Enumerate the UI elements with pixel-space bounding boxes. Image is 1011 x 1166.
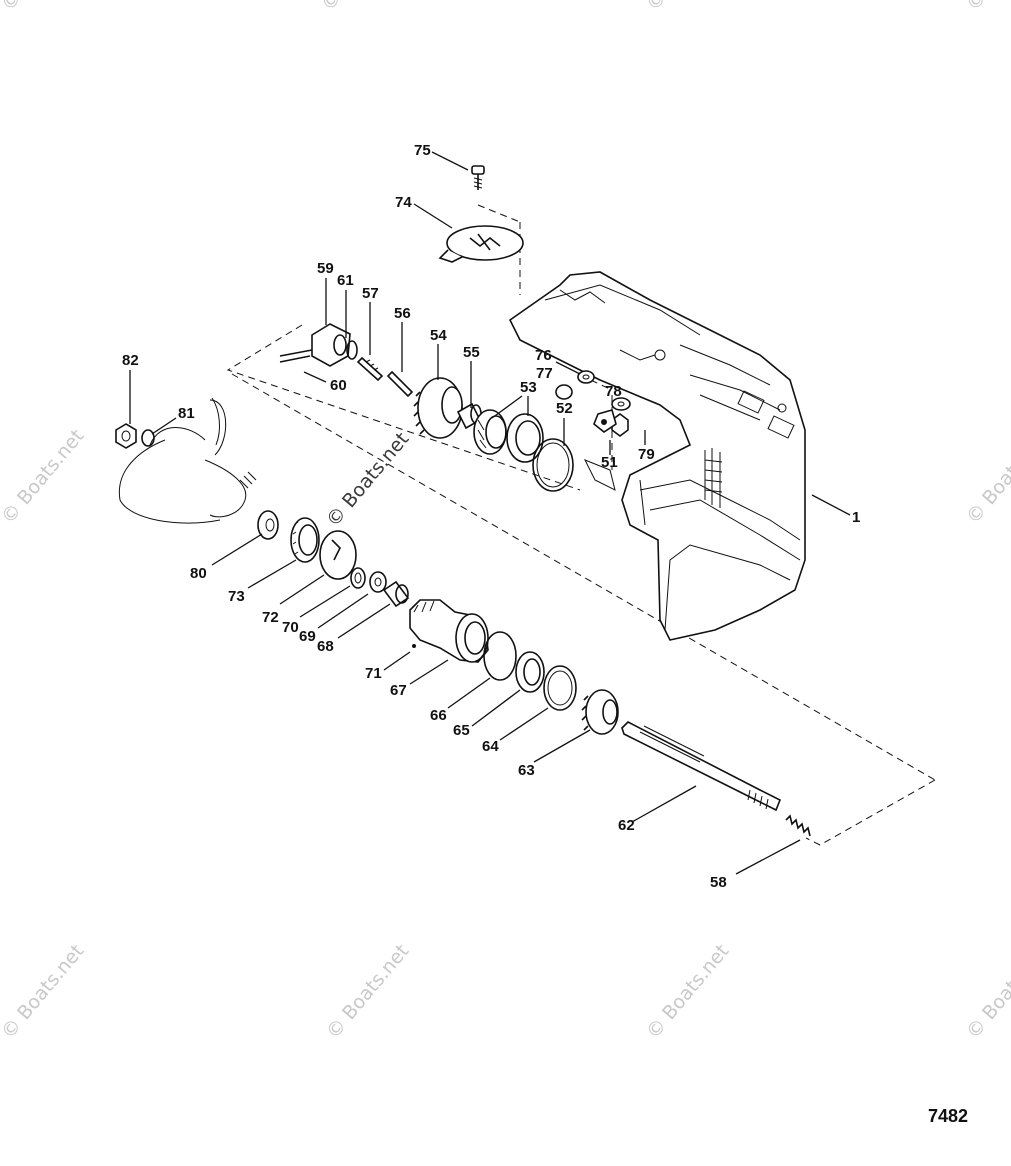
figure-number: 7482 [928, 1106, 968, 1126]
anode-plate-74 [438, 225, 524, 263]
label-51: 51 [601, 454, 618, 471]
label-80: 80 [190, 565, 207, 582]
assembly-guide-lines [226, 204, 936, 846]
watermark-top-center: © Boats.net [317, 0, 408, 15]
pinion-gear-54 [413, 377, 463, 439]
screw-75 [471, 165, 485, 190]
watermark-top-left: © Boats.net [0, 0, 88, 15]
label-65: 65 [453, 722, 470, 739]
label-75: 75 [414, 142, 431, 159]
propeller-outline [118, 397, 257, 524]
spring-58 [785, 814, 811, 837]
label-57: 57 [362, 285, 379, 302]
label-73: 73 [228, 588, 245, 605]
label-60: 60 [330, 377, 347, 394]
label-62: 62 [618, 817, 635, 834]
label-56: 56 [394, 305, 411, 322]
coupler-59 [279, 323, 351, 367]
gearcase-housing [508, 271, 806, 641]
bearing-70 [350, 567, 366, 589]
pin-57 [356, 356, 384, 382]
label-74: 74 [395, 194, 412, 211]
watermark-mid-left: © Boats.net [0, 425, 88, 528]
label-55: 55 [463, 344, 480, 361]
label-52: 52 [556, 400, 573, 417]
thrust-hub-80 [257, 510, 279, 540]
label-64: 64 [482, 738, 499, 755]
label-54: 54 [430, 327, 447, 344]
label-78: 78 [605, 383, 622, 400]
label-76: 76 [535, 347, 552, 364]
insert-51 [593, 409, 617, 433]
label-59: 59 [317, 260, 334, 277]
watermark-mid-center: © Boats.net [322, 428, 413, 531]
label-53: 53 [520, 379, 537, 396]
retainer-73 [290, 517, 320, 563]
watermark-bottom-edge: © Boats.net [962, 940, 1011, 1043]
label-81: 81 [178, 405, 195, 422]
nut-79 [611, 413, 629, 437]
label-70: 70 [282, 619, 299, 636]
watermark-mid-edge: © Boats.net [962, 425, 1011, 528]
label-72: 72 [262, 609, 279, 626]
watermark-bottom-right: © Boats.net [642, 940, 733, 1043]
label-1: 1 [852, 509, 860, 526]
nut-77 [555, 384, 573, 400]
propeller-shaft-62 [621, 721, 782, 812]
bearing-carrier-67 [409, 599, 489, 663]
label-67: 67 [390, 682, 407, 699]
label-63: 63 [518, 762, 535, 779]
washer-78 [611, 397, 631, 411]
propeller-nut-82 [115, 423, 137, 449]
tab-washer-81 [141, 429, 155, 447]
key-71 [412, 644, 416, 648]
watermark-top-right: © Boats.net [642, 0, 733, 15]
washer-76 [577, 370, 595, 384]
washer-69 [369, 571, 387, 593]
bearing-68 [382, 580, 410, 608]
reverse-gear-63 [581, 689, 619, 735]
tab-washer-72 [319, 530, 357, 580]
label-69: 69 [299, 628, 316, 645]
label-82: 82 [122, 352, 139, 369]
watermark-top-edge: © Boats.net [962, 0, 1011, 15]
watermark-bottom-left: © Boats.net [0, 940, 88, 1043]
label-68: 68 [317, 638, 334, 655]
o-ring-66 [483, 631, 517, 681]
leader-lines [129, 151, 851, 875]
label-61: 61 [337, 272, 354, 289]
part-labels: 75 74 59 61 57 56 54 55 76 77 53 78 52 6… [122, 142, 860, 891]
clip-61 [346, 340, 358, 360]
label-79: 79 [638, 446, 655, 463]
label-66: 66 [430, 707, 447, 724]
bearing-65 [515, 651, 545, 693]
label-71: 71 [365, 665, 382, 682]
rod-56 [386, 370, 414, 398]
tapered-bearing-53 [473, 409, 544, 463]
label-77: 77 [536, 365, 553, 382]
watermark-bottom-center: © Boats.net [322, 940, 413, 1043]
thrust-washer-64 [543, 665, 577, 711]
shim-52 [532, 438, 574, 492]
label-58: 58 [710, 874, 727, 891]
